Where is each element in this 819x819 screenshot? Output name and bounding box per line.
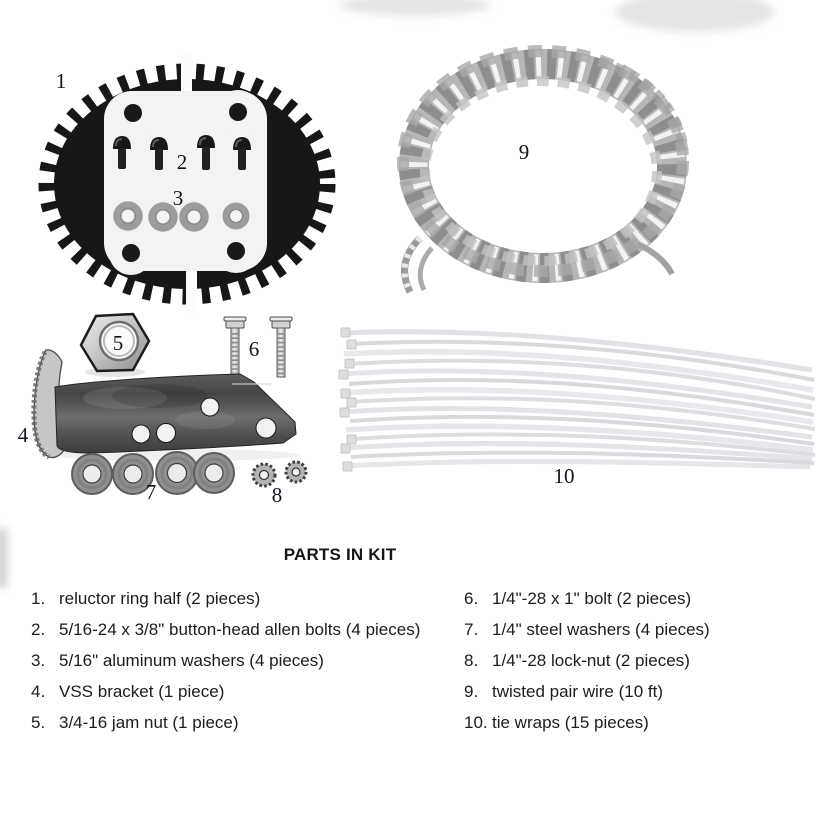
callout-9: 9 (519, 140, 530, 164)
parts-list-right-column: 6. 1/4"-28 x 1" bolt (2 pieces) 7. 1/4" … (464, 583, 710, 738)
wire-loose-end (417, 246, 434, 292)
parts-figure: 1 2 3 4 5 6 7 8 9 10 (18, 45, 816, 507)
mount-hole (227, 242, 245, 260)
parts-list-item-5: 5. 3/4-16 jam nut (1 piece) (31, 707, 420, 738)
mount-hole (229, 103, 247, 121)
item-number: 1. (31, 589, 46, 608)
parts-list-item-4: 4. VSS bracket (1 piece) (31, 676, 420, 707)
reluctor-center-cutout (104, 91, 267, 271)
ring-split-gap-bottom (186, 266, 197, 314)
parts-list-item-8: 8. 1/4"-28 lock-nut (2 pieces) (464, 645, 710, 676)
item-text: 5/16" aluminum washers (4 pieces) (59, 651, 324, 670)
bracket-hole (200, 397, 220, 417)
bracket-hole (131, 424, 151, 444)
mount-hole (124, 104, 142, 122)
item-text: 1/4"-28 lock-nut (2 pieces) (492, 651, 690, 670)
mount-hole (122, 244, 140, 262)
item-text: 1/4"-28 x 1" bolt (2 pieces) (492, 589, 692, 608)
callout-8: 8 (272, 483, 283, 507)
twisted-pair-wire-illustration (397, 45, 689, 294)
callout-1: 1 (56, 69, 67, 93)
bracket-hole (255, 417, 277, 439)
allen-bolts-illustration (113, 135, 251, 170)
jam-nut-illustration (79, 312, 151, 377)
item-number: 2. (31, 620, 46, 639)
parts-list-item-2: 2. 5/16-24 x 3/8" button-head allen bolt… (31, 614, 420, 645)
item-number: 9. (464, 682, 479, 701)
reluctor-ring-illustration (38, 54, 336, 314)
item-text: twisted pair wire (10 ft) (492, 682, 663, 701)
callout-10: 10 (554, 464, 575, 488)
item-number: 7. (464, 620, 479, 639)
callout-2: 2 (177, 150, 188, 174)
parts-list-title: PARTS IN KIT (283, 545, 397, 564)
parts-list-item-7: 7. 1/4" steel washers (4 pieces) (464, 614, 710, 645)
item-text: 3/4-16 jam nut (1 piece) (59, 713, 239, 732)
item-text: reluctor ring half (2 pieces) (59, 589, 261, 608)
callout-7: 7 (146, 480, 157, 504)
wire-loose-end (636, 241, 675, 276)
parts-list-item-1: 1. reluctor ring half (2 pieces) (31, 583, 420, 614)
item-number: 8. (464, 651, 479, 670)
steel-washers-illustration (71, 451, 235, 495)
item-text: 5/16-24 x 3/8" button-head allen bolts (… (59, 620, 421, 639)
quarter-inch-bolts-illustration (223, 316, 293, 378)
item-number: 6. (464, 589, 479, 608)
bracket-arm (54, 373, 297, 454)
aluminum-washers-illustration (113, 201, 250, 232)
parts-list-item-9: 9. twisted pair wire (10 ft) (464, 676, 710, 707)
item-number: 3. (31, 651, 46, 670)
parts-list-left-column: 1. reluctor ring half (2 pieces) 2. 5/16… (31, 583, 420, 738)
vss-bracket-illustration (31, 349, 300, 461)
lock-nuts-illustration (251, 460, 308, 488)
callout-4: 4 (18, 423, 29, 447)
callout-3: 3 (173, 186, 184, 210)
tie-wrap-heads (338, 327, 357, 472)
parts-list-item-6: 6. 1/4"-28 x 1" bolt (2 pieces) (464, 583, 710, 614)
bracket-hole (156, 423, 176, 443)
parts-list-item-10: 10. tie wraps (15 pieces) (464, 707, 710, 738)
parts-list-item-3: 3. 5/16" aluminum washers (4 pieces) (31, 645, 420, 676)
item-number: 5. (31, 713, 46, 732)
callout-5: 5 (113, 331, 124, 355)
callout-6: 6 (249, 337, 260, 361)
item-number: 4. (31, 682, 46, 701)
ring-split-gap-top (181, 54, 192, 98)
item-text: VSS bracket (1 piece) (59, 682, 225, 701)
tie-wraps-illustration (338, 327, 816, 472)
item-number: 10. (464, 713, 488, 732)
item-text: 1/4" steel washers (4 pieces) (492, 620, 710, 639)
item-text: tie wraps (15 pieces) (492, 713, 649, 732)
